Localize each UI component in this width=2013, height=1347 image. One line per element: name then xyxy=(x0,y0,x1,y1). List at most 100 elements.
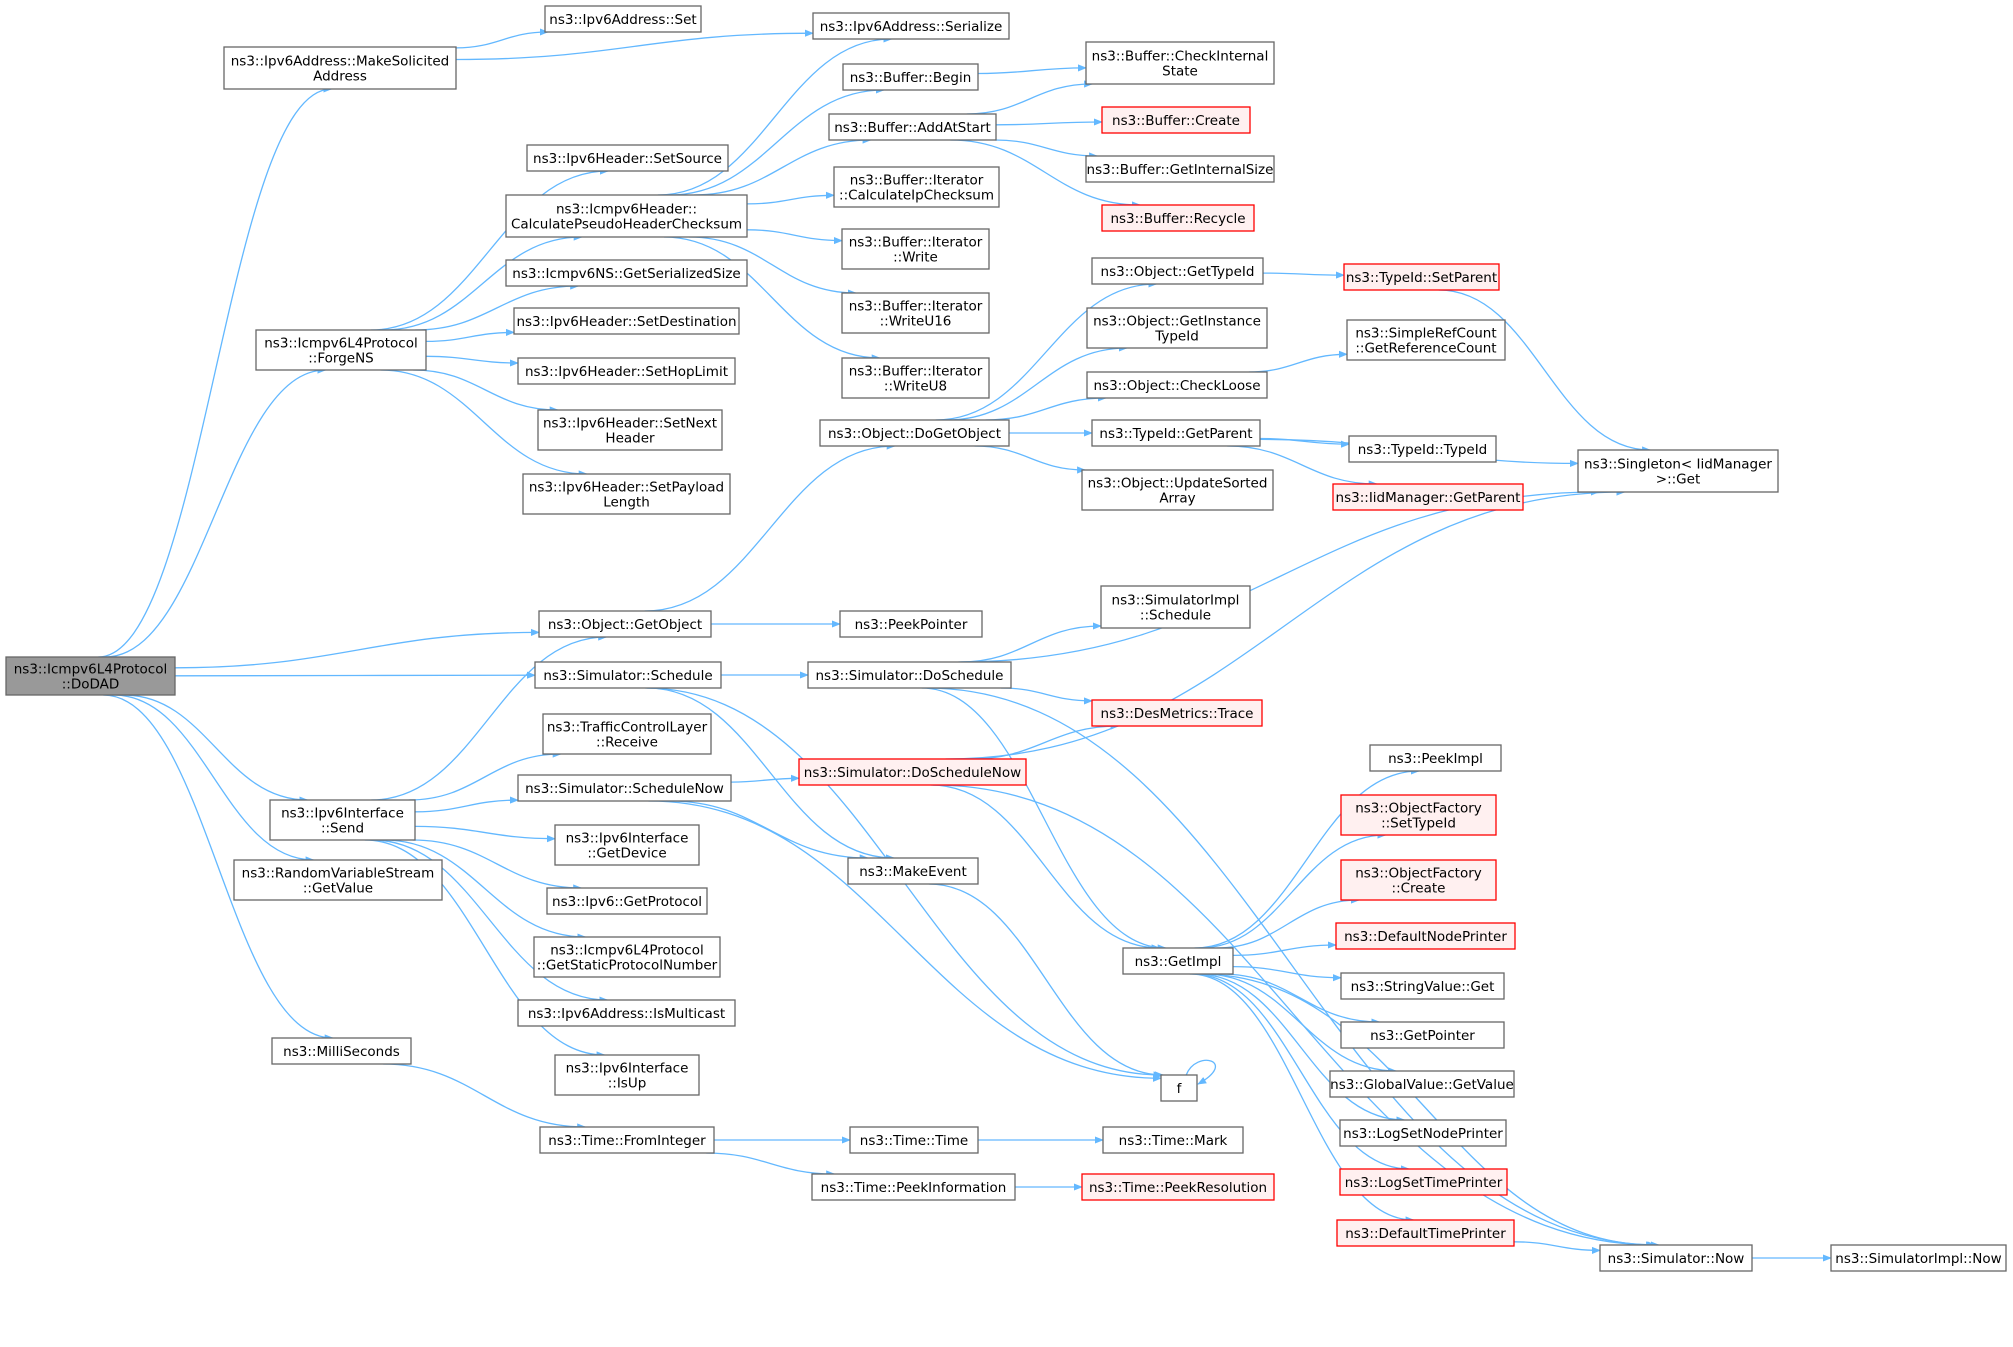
node-box-getimpl[interactable] xyxy=(1122,947,1234,975)
node-calcpseudo[interactable]: ns3::Icmpv6Header::CalculatePseudoHeader… xyxy=(505,194,748,238)
node-box-updatesorted[interactable] xyxy=(1081,469,1274,511)
node-addatstart[interactable]: ns3::Buffer::AddAtStart xyxy=(828,113,997,141)
node-setsource[interactable]: ns3::Ipv6Header::SetSource xyxy=(526,144,729,172)
node-box-globalgetvalue[interactable] xyxy=(1329,1070,1515,1098)
node-ismulticast[interactable]: ns3::Ipv6Address::IsMulticast xyxy=(517,999,736,1027)
node-box-itwrite[interactable] xyxy=(841,228,990,270)
node-box-serialize[interactable] xyxy=(812,12,1010,40)
node-box-itwrite8[interactable] xyxy=(841,357,990,399)
node-box-logsettime[interactable] xyxy=(1339,1168,1508,1196)
node-schedulenow[interactable]: ns3::Simulator::ScheduleNow xyxy=(517,774,732,802)
node-box-timemark[interactable] xyxy=(1102,1126,1244,1154)
node-implnow[interactable]: ns3::SimulatorImpl::Now xyxy=(1830,1244,2007,1272)
node-forgens[interactable]: ns3::Icmpv6L4Protocol::ForgeNS xyxy=(255,329,427,371)
node-box-makesolicited[interactable] xyxy=(223,46,457,90)
node-ipv6set[interactable]: ns3::Ipv6Address::Set xyxy=(544,5,702,33)
node-box-gettypeid[interactable] xyxy=(1091,257,1264,285)
node-box-getpointer[interactable] xyxy=(1340,1021,1505,1049)
node-box-simschedule[interactable] xyxy=(534,661,722,689)
node-getprotocol[interactable]: ns3::Ipv6::GetProtocol xyxy=(546,887,708,915)
node-checkloose[interactable]: ns3::Object::CheckLoose xyxy=(1086,371,1268,399)
node-iidgetparent[interactable]: ns3::IidManager::GetParent xyxy=(1332,483,1524,511)
node-box-getdevice[interactable] xyxy=(554,824,700,866)
node-getimpl[interactable]: ns3::GetImpl xyxy=(1122,947,1234,975)
node-box-getserialized[interactable] xyxy=(505,259,748,287)
node-box-timetime[interactable] xyxy=(849,1126,979,1154)
node-box-ofcreate[interactable] xyxy=(1340,859,1497,901)
node-box-itcalc[interactable] xyxy=(833,166,1000,208)
node-tclreceive[interactable]: ns3::TrafficControlLayer::Receive xyxy=(542,713,712,755)
node-singleton[interactable]: ns3::Singleton< IidManager>::Get xyxy=(1577,449,1779,493)
node-box-iidgetparent[interactable] xyxy=(1332,483,1524,511)
node-box-peekinfo[interactable] xyxy=(811,1173,1016,1201)
node-peekinfo[interactable]: ns3::Time::PeekInformation xyxy=(811,1173,1016,1201)
node-simnow[interactable]: ns3::Simulator::Now xyxy=(1599,1244,1753,1272)
node-box-setparent[interactable] xyxy=(1343,263,1500,291)
node-setdest[interactable]: ns3::Ipv6Header::SetDestination xyxy=(513,307,740,335)
node-bufcreate[interactable]: ns3::Buffer::Create xyxy=(1101,106,1251,134)
node-dogetobject[interactable]: ns3::Object::DoGetObject xyxy=(819,419,1010,447)
node-ofsettypeid[interactable]: ns3::ObjectFactory::SetTypeId xyxy=(1340,794,1497,836)
node-box-peekpointer[interactable] xyxy=(839,610,983,638)
node-box-dogetobject[interactable] xyxy=(819,419,1010,447)
node-box-itwrite16[interactable] xyxy=(841,292,990,334)
node-timetime[interactable]: ns3::Time::Time xyxy=(849,1126,979,1154)
node-box-getstaticproto[interactable] xyxy=(533,936,721,978)
node-box-getobject[interactable] xyxy=(538,610,712,638)
node-box-implschedule[interactable] xyxy=(1100,585,1251,629)
node-doschedule[interactable]: ns3::Simulator::DoSchedule xyxy=(807,661,1012,689)
node-gettypeid[interactable]: ns3::Object::GetTypeId xyxy=(1091,257,1264,285)
node-box-bufcreate[interactable] xyxy=(1101,106,1251,134)
node-box-calcpseudo[interactable] xyxy=(505,194,748,238)
node-itwrite[interactable]: ns3::Buffer::Iterator::Write xyxy=(841,228,990,270)
node-box-doschedulenow[interactable] xyxy=(798,758,1027,786)
node-box-bufbegin[interactable] xyxy=(842,63,979,91)
node-deftimeprinter[interactable]: ns3::DefaultTimePrinter xyxy=(1336,1219,1515,1247)
node-box-setdest[interactable] xyxy=(513,307,740,335)
node-box-simnow[interactable] xyxy=(1599,1244,1753,1272)
node-rvsgetvalue[interactable]: ns3::RandomVariableStream::GetValue xyxy=(233,859,443,901)
node-box-peekimpl[interactable] xyxy=(1369,744,1502,772)
node-recycle[interactable]: ns3::Buffer::Recycle xyxy=(1101,204,1255,232)
node-ofcreate[interactable]: ns3::ObjectFactory::Create xyxy=(1340,859,1497,901)
node-box-tidgetparent[interactable] xyxy=(1091,419,1261,447)
node-box-stringget[interactable] xyxy=(1340,972,1505,1000)
node-desmetrics[interactable]: ns3::DesMetrics::Trace xyxy=(1091,699,1263,727)
node-isup[interactable]: ns3::Ipv6Interface::IsUp xyxy=(554,1054,700,1096)
node-box-doschedule[interactable] xyxy=(807,661,1012,689)
node-typeidctor[interactable]: ns3::TypeId::TypeId xyxy=(1348,435,1497,463)
node-box-getprotocol[interactable] xyxy=(546,887,708,915)
node-box-checkloose[interactable] xyxy=(1086,371,1268,399)
node-box-desmetrics[interactable] xyxy=(1091,699,1263,727)
node-getinternalsize[interactable]: ns3::Buffer::GetInternalSize xyxy=(1085,155,1275,183)
node-frominteger[interactable]: ns3::Time::FromInteger xyxy=(539,1126,715,1154)
node-tidgetparent[interactable]: ns3::TypeId::GetParent xyxy=(1091,419,1261,447)
node-box-addatstart[interactable] xyxy=(828,113,997,141)
node-box-getinstance[interactable] xyxy=(1086,307,1268,349)
node-timemark[interactable]: ns3::Time::Mark xyxy=(1102,1126,1244,1154)
node-bufbegin[interactable]: ns3::Buffer::Begin xyxy=(842,63,979,91)
node-box-tclreceive[interactable] xyxy=(542,713,712,755)
node-box-dodad[interactable] xyxy=(5,656,176,696)
node-box-milliseconds[interactable] xyxy=(271,1037,412,1065)
node-box-getinternalsize[interactable] xyxy=(1085,155,1275,183)
node-box-implnow[interactable] xyxy=(1830,1244,2007,1272)
node-f[interactable]: f xyxy=(1160,1074,1198,1102)
node-box-f[interactable] xyxy=(1160,1074,1198,1102)
node-itwrite8[interactable]: ns3::Buffer::Iterator::WriteU8 xyxy=(841,357,990,399)
node-milliseconds[interactable]: ns3::MilliSeconds xyxy=(271,1037,412,1065)
node-setparent[interactable]: ns3::TypeId::SetParent xyxy=(1343,263,1500,291)
node-box-recycle[interactable] xyxy=(1101,204,1255,232)
node-itwrite16[interactable]: ns3::Buffer::Iterator::WriteU16 xyxy=(841,292,990,334)
node-getobject[interactable]: ns3::Object::GetObject xyxy=(538,610,712,638)
node-getpointer[interactable]: ns3::GetPointer xyxy=(1340,1021,1505,1049)
node-box-logsetnode[interactable] xyxy=(1339,1119,1507,1147)
node-sethop[interactable]: ns3::Ipv6Header::SetHopLimit xyxy=(517,357,736,385)
node-logsettime[interactable]: ns3::LogSetTimePrinter xyxy=(1339,1168,1508,1196)
node-box-makeevent[interactable] xyxy=(847,857,979,885)
